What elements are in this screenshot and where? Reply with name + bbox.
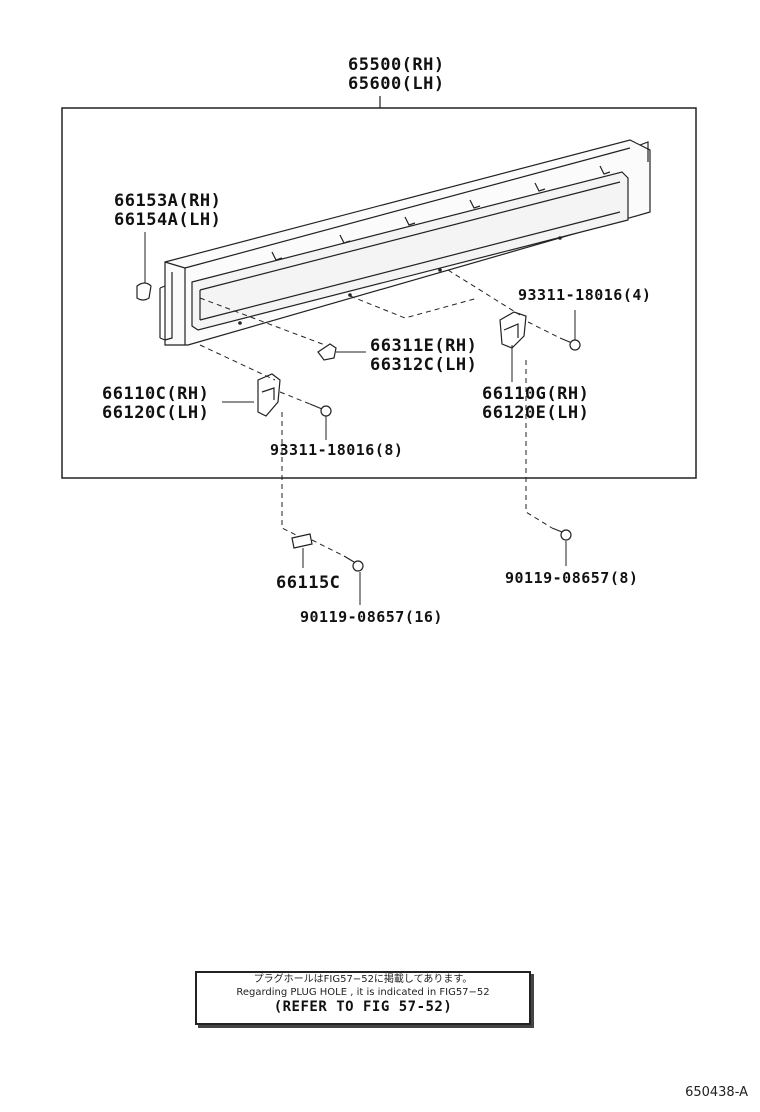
label-bracket-left: 66110C(RH) 66120C(LH) xyxy=(102,385,209,423)
plate-dashed-drop xyxy=(281,412,303,539)
bolt-left-icon xyxy=(343,555,364,572)
screw-left-icon xyxy=(309,403,332,417)
plate-icon xyxy=(291,533,313,568)
bolt-right-icon xyxy=(551,527,572,541)
label-screw-left: 93311-18016(8) xyxy=(270,441,404,459)
label-panel: 65500(RH) 65600(LH) xyxy=(348,56,445,94)
clip-dashed-line xyxy=(199,297,326,346)
screw-right-dashed xyxy=(527,321,561,339)
label-hook-lh: 66154A(LH) xyxy=(114,210,222,230)
label-panel-lh: 65600(LH) xyxy=(348,74,445,94)
screw-left-dashed xyxy=(279,391,311,405)
figure-id: 650438-A xyxy=(685,1085,748,1100)
label-hook: 66153A(RH) 66154A(LH) xyxy=(114,192,221,230)
label-panel-rh: 65500(RH) xyxy=(348,55,445,75)
label-bracket-left-rh: 66110C(RH) xyxy=(102,384,210,404)
bracket-right-icon xyxy=(499,311,527,382)
label-clip-small: 66311E(RH) 66312C(LH) xyxy=(370,337,477,375)
note-refer: (REFER TO FIG 57-52) xyxy=(273,999,453,1015)
label-screw-right: 93311-18016(4) xyxy=(518,286,652,304)
label-clip-small-lh: 66312C(LH) xyxy=(370,355,478,375)
bracket-left-icon xyxy=(222,373,281,417)
label-bracket-right-lh: 66120E(LH) xyxy=(482,403,590,423)
bracket-left-dashed xyxy=(199,344,276,381)
top-dashed-line xyxy=(349,295,479,319)
reference-note: プラグホールはFIG57−52に掲載してあります。 Regarding PLUG… xyxy=(195,971,531,1025)
bolt-left-dashed xyxy=(311,539,345,557)
small-clip-icon xyxy=(317,343,366,361)
label-plate: 66115C xyxy=(276,573,341,593)
label-bracket-right-rh: 66110G(RH) xyxy=(482,384,590,404)
bolt-right-dashed xyxy=(525,360,553,529)
note-english: Regarding PLUG HOLE , it is indicated in… xyxy=(236,987,490,998)
label-hook-rh: 66153A(RH) xyxy=(114,191,222,211)
label-clip-small-rh: 66311E(RH) xyxy=(370,336,478,356)
label-bolt-right: 90119-08657(8) xyxy=(505,569,639,587)
label-bolt-left: 90119-08657(16) xyxy=(300,608,443,626)
note-japanese: プラグホールはFIG57−52に掲載してあります。 xyxy=(253,974,473,985)
label-bracket-right: 66110G(RH) 66120E(LH) xyxy=(482,385,589,423)
hook-icon xyxy=(136,232,152,301)
screw-right-icon xyxy=(559,337,581,351)
bracket-right-dashed xyxy=(447,269,521,316)
assembly-frame xyxy=(61,107,697,479)
label-bracket-left-lh: 66120C(LH) xyxy=(102,403,210,423)
panel-icon xyxy=(159,139,651,346)
